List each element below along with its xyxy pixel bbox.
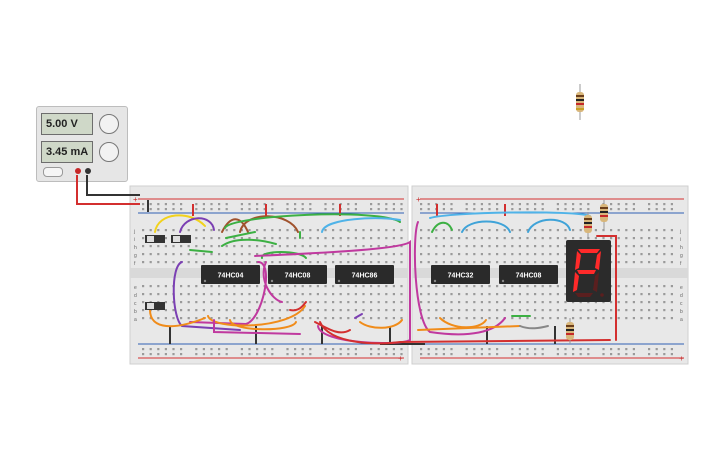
resistor[interactable]: [600, 200, 608, 230]
svg-text:a: a: [134, 317, 137, 323]
svg-text:e: e: [680, 285, 683, 291]
power-supply: 5.00 V 3.45 mA: [36, 106, 128, 182]
jumper-wires[interactable]: [149, 211, 617, 345]
rail-plus-label: +: [133, 195, 138, 204]
voltage-display: 5.00 V: [41, 113, 93, 135]
current-display: 3.45 mA: [41, 141, 93, 163]
svg-text:i: i: [134, 237, 135, 243]
chip-label: 74HC86: [352, 273, 378, 280]
positive-terminal[interactable]: [75, 168, 81, 174]
resistor[interactable]: [584, 212, 592, 238]
svg-text:i: i: [680, 237, 681, 243]
svg-text:b: b: [680, 309, 683, 315]
rail-plus-label: +: [416, 195, 421, 204]
chip-74hc08[interactable]: 74HC08: [499, 265, 558, 284]
rail-jumpers[interactable]: [147, 200, 556, 345]
svg-text:g: g: [134, 253, 137, 259]
power-lead-positive[interactable]: [76, 175, 140, 205]
slide-switch[interactable]: [171, 235, 191, 243]
slide-switch[interactable]: [145, 302, 165, 310]
chip-label: 74HC32: [448, 273, 474, 280]
rail-plus-label: +: [679, 354, 684, 363]
chip-label: 74HC08: [516, 273, 542, 280]
svg-text:j: j: [133, 229, 135, 235]
chip-74hc08[interactable]: 74HC08: [268, 265, 327, 284]
chip-74hc04[interactable]: 74HC04: [201, 265, 260, 284]
seven-segment-display[interactable]: [566, 240, 611, 302]
negative-terminal[interactable]: [85, 168, 91, 174]
resistor[interactable]: [566, 318, 574, 344]
chip-label: 74HC04: [218, 273, 244, 280]
row-letters: j i h g f e d c b a j i h g f e d c b a: [133, 229, 683, 323]
resistor[interactable]: [576, 84, 584, 120]
svg-text:e: e: [134, 285, 137, 291]
rail-plus-label: +: [398, 354, 403, 363]
voltage-knob[interactable]: [99, 114, 119, 134]
svg-text:d: d: [134, 293, 137, 299]
slide-switch[interactable]: [145, 235, 165, 243]
svg-text:f: f: [134, 261, 136, 267]
svg-text:c: c: [680, 301, 683, 307]
chip-74hc86[interactable]: 74HC86: [335, 265, 394, 284]
chip-74hc32[interactable]: 74HC32: [431, 265, 490, 284]
rail-markers: + + + +: [133, 195, 684, 363]
svg-text:h: h: [134, 245, 137, 251]
svg-text:j: j: [679, 229, 681, 235]
svg-text:c: c: [134, 301, 137, 307]
svg-text:d: d: [680, 293, 683, 299]
svg-text:h: h: [680, 245, 683, 251]
svg-text:b: b: [134, 309, 137, 315]
chip-label: 74HC08: [285, 273, 311, 280]
current-knob[interactable]: [99, 142, 119, 162]
svg-text:a: a: [680, 317, 683, 323]
power-switch[interactable]: [43, 167, 63, 177]
svg-text:g: g: [680, 253, 683, 259]
power-lead-negative[interactable]: [86, 175, 140, 196]
svg-text:f: f: [680, 261, 682, 267]
